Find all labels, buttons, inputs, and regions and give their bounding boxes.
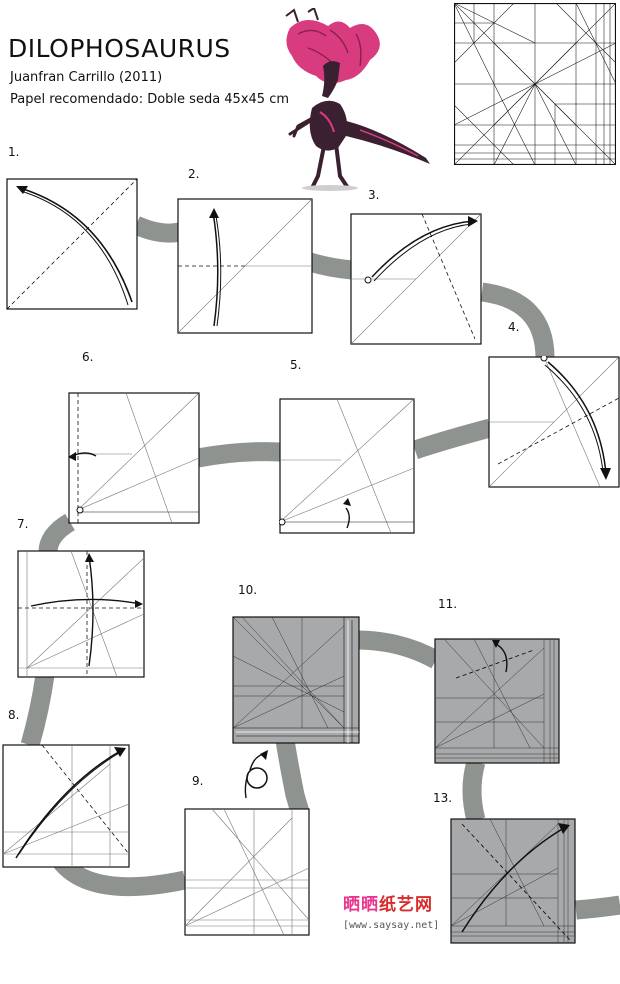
author-credit: Juanfran Carrillo (2011): [10, 70, 162, 85]
step-5-diagram: [279, 398, 415, 534]
step-13-diagram: [450, 818, 576, 944]
step-1-diagram: [6, 178, 138, 310]
watermark-logo: 晒晒纸艺网: [343, 890, 433, 915]
step-4-diagram: [488, 356, 620, 488]
model-photo: [268, 8, 438, 193]
paper-recommendation: Papel recomendado: Doble seda 45x45 cm: [10, 92, 289, 107]
step-9-diagram: [184, 808, 310, 936]
turn-over-icon: [238, 748, 272, 800]
step-number: 2.: [188, 167, 199, 181]
step-number: 11.: [438, 597, 457, 611]
watermark-url: [www.saysay.net]: [343, 920, 439, 931]
step-10-diagram: [232, 616, 360, 744]
step-number: 7.: [17, 517, 28, 531]
step-number: 3.: [368, 188, 379, 202]
watermark-brand-part1: 晒晒: [343, 895, 379, 915]
watermark-brand-part2: 纸艺网: [379, 895, 433, 915]
diagram-title: DILOPHOSAURUS: [8, 34, 231, 63]
step-number: 4.: [508, 320, 519, 334]
step-2-diagram: [177, 198, 313, 334]
step-number: 8.: [8, 708, 19, 722]
step-number: 9.: [192, 774, 203, 788]
step-3-diagram: [350, 213, 482, 345]
step-7-diagram: [17, 550, 145, 678]
step-number: 10.: [238, 583, 257, 597]
step-number: 5.: [290, 358, 301, 372]
step-number: 1.: [8, 145, 19, 159]
step-number: 6.: [82, 350, 93, 364]
crease-pattern: [454, 3, 616, 165]
step-6-diagram: [68, 392, 200, 524]
step-number: 13.: [433, 791, 452, 805]
step-11-diagram: [434, 638, 560, 764]
step-8-diagram: [2, 744, 130, 868]
